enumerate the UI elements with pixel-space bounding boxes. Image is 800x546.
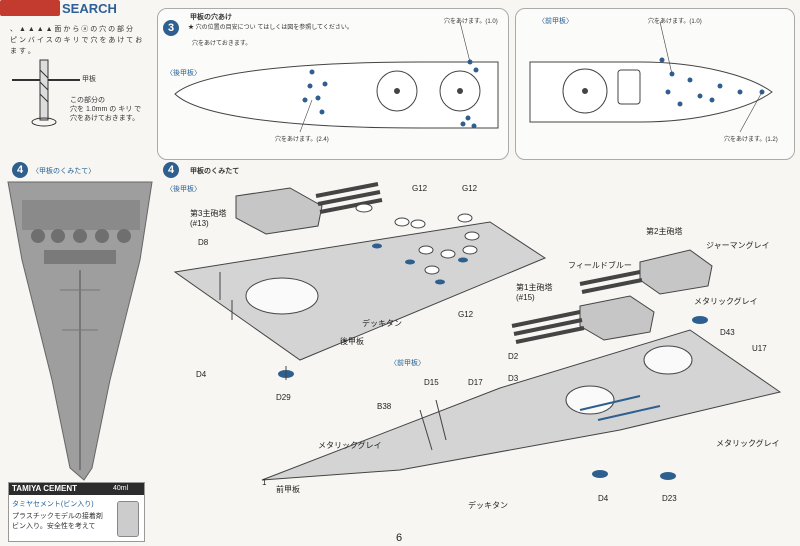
part-d4-left: D4: [196, 370, 207, 379]
part-g12-b: G12: [462, 184, 478, 193]
step-4-left-badge: 4: [12, 162, 28, 178]
cement-desc-1: プラスチックモデルの接着剤: [12, 513, 103, 520]
part-b38: B38: [377, 402, 392, 411]
step-3-title: 甲板の穴あけ: [190, 14, 232, 21]
cement-box: TAMIYA CEMENT 40ml タミヤセメント(ビン入り) プラスチックモ…: [8, 482, 145, 542]
step-3-rear-hole-note: 穴をあけます。(1.0): [444, 19, 498, 25]
step-4-left-title: 〈甲板のくみたて〉: [32, 168, 96, 175]
deck-label: 甲板: [82, 76, 96, 83]
cement-size: 40ml: [113, 485, 129, 492]
step-4-main-title: 甲板のくみたて: [190, 168, 240, 175]
step-3-note-2: 穴をあけておきます。: [192, 41, 252, 47]
watermark-text: SEARCH: [62, 1, 117, 16]
drill-note: この部分の 穴を 1.0mm の キリ で 穴をあけておきます。: [70, 97, 142, 122]
deck-tan-2-label: デッキタン: [468, 501, 508, 510]
step-4-front-label: 〈前甲板〉: [390, 360, 425, 367]
cement-desc-2: ビン入り。安全性を考えて: [12, 523, 96, 530]
watermark: SEARCH: [0, 0, 135, 18]
part-d29: D29: [276, 393, 291, 402]
page-number: 6: [396, 532, 403, 544]
part-d43: D43: [720, 328, 735, 337]
step-4-main-badge: 4: [163, 162, 179, 178]
step-3-front-hole-note-2: 穴をあけます。(1.2): [724, 137, 778, 143]
metallic-gray-label: メタリックグレイ: [694, 297, 758, 306]
front-deck-label: 前甲板: [276, 485, 300, 494]
turret-2-label: 第2主砲塔: [646, 227, 683, 236]
step-3-rear-label: 〈後甲板〉: [166, 70, 201, 77]
rear-deck-label: 後甲板: [340, 337, 364, 346]
step-3-badge: 3: [163, 20, 179, 36]
step-3-front-hole-note: 穴をあけます。(1.0): [648, 19, 702, 25]
field-blue-label: フィールドブルー: [568, 261, 632, 270]
part-d23: D23: [662, 494, 677, 503]
step-3-front-label: 〈前甲板〉: [538, 18, 573, 25]
part-g12-c: G12: [458, 310, 474, 319]
item-1-label: 1: [262, 478, 267, 487]
part-g12-a: G12: [412, 184, 428, 193]
cement-bottle-icon: [117, 501, 139, 537]
turret-1-label: 第1主砲塔 (#15): [516, 283, 553, 302]
step-3-rear-hole-note-2: 穴をあけます。(2.4): [275, 137, 329, 143]
watermark-logo: [0, 0, 60, 16]
part-u17: U17: [752, 344, 767, 353]
part-d2: D2: [508, 352, 519, 361]
part-d15: D15: [424, 378, 439, 387]
step-3-note-1: ★ 穴の位置の目安につい てはしくは図を参照してください。: [188, 25, 353, 31]
metallic-gray-2-label: メタリックグレイ: [318, 441, 382, 450]
part-d17: D17: [468, 378, 483, 387]
german-gray-label: ジャーマングレイ: [706, 241, 770, 250]
part-d4-bottom: D4: [598, 494, 609, 503]
part-d8: D8: [198, 238, 209, 247]
cement-brand-bar: [9, 483, 144, 495]
cement-subtitle: タミヤセメント(ビン入り): [12, 501, 94, 508]
cement-brand: TAMIYA CEMENT: [12, 484, 78, 493]
step-4-rear-label: 〈後甲板〉: [166, 186, 201, 193]
deck-tan-label: デッキタン: [362, 319, 402, 328]
part-d3: D3: [508, 374, 519, 383]
intro-text: 、 ▲ ▲ ▲ ▲ 面 か ら ⓐ の 穴 の 部 分 ピ ン バ イ ス の …: [10, 26, 143, 55]
turret-3-label: 第3主砲塔 (#13): [190, 209, 227, 228]
metallic-gray-3-label: メタリックグレイ: [716, 439, 780, 448]
